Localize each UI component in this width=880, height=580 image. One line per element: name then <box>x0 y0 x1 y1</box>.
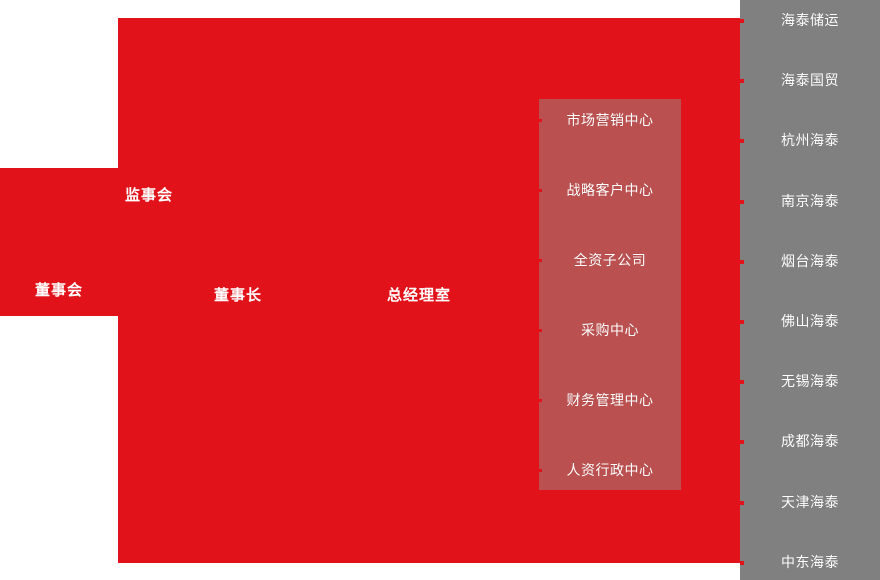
subsidiary-item[interactable]: 海泰国贸 <box>740 69 880 91</box>
subsidiary-item[interactable]: 成都海泰 <box>740 430 880 452</box>
subsidiary-item-label: 南京海泰 <box>781 192 839 209</box>
department-item-label: 市场营销中心 <box>566 112 654 128</box>
subsidiary-item[interactable]: 烟台海泰 <box>740 250 880 272</box>
bullet-icon <box>740 19 744 23</box>
subsidiary-item[interactable]: 海泰储运 <box>740 9 880 31</box>
bullet-icon <box>740 440 744 445</box>
subsidiary-item[interactable]: 佛山海泰 <box>740 310 880 332</box>
subsidiary-item-label: 海泰储运 <box>781 12 839 28</box>
board-of-directors-label: 董事会 <box>34 282 83 299</box>
bullet-icon <box>740 560 744 565</box>
supervisor-board-label[interactable]: 监事会 <box>125 187 174 204</box>
board-of-directors-panel[interactable]: 董事会 <box>0 168 118 316</box>
department-item-label: 战略客户中心 <box>566 182 654 198</box>
bullet-icon <box>740 139 744 144</box>
bullet-icon <box>740 79 744 84</box>
subsidiary-item-label: 海泰国贸 <box>781 72 839 89</box>
general-manager-office-label[interactable]: 总经理室 <box>387 287 452 304</box>
bullet-icon <box>740 259 744 264</box>
subsidiary-item[interactable]: 中东海泰 <box>740 551 880 573</box>
department-item[interactable]: 战略客户中心 <box>539 179 681 201</box>
bullet-icon <box>539 399 542 402</box>
bullet-icon <box>539 469 542 472</box>
department-item-label: 全资子公司 <box>573 252 647 268</box>
subsidiary-item-label: 烟台海泰 <box>781 252 839 269</box>
subsidiary-item-label: 天津海泰 <box>781 493 839 510</box>
department-item[interactable]: 市场营销中心 <box>539 109 681 131</box>
departments-list: 市场营销中心战略客户中心全资子公司采购中心财务管理中心人资行政中心 <box>539 99 681 490</box>
department-item-label: 人资行政中心 <box>566 462 654 478</box>
subsidiary-item[interactable]: 南京海泰 <box>740 190 880 212</box>
departments-panel: 市场营销中心战略客户中心全资子公司采购中心财务管理中心人资行政中心 <box>539 99 681 490</box>
subsidiaries-panel: 海泰储运海泰国贸杭州海泰南京海泰烟台海泰佛山海泰无锡海泰成都海泰天津海泰中东海泰 <box>740 0 880 580</box>
department-item-label: 采购中心 <box>581 322 639 338</box>
bullet-icon <box>539 329 542 332</box>
department-item-label: 财务管理中心 <box>566 392 654 408</box>
subsidiary-item-label: 无锡海泰 <box>781 373 839 390</box>
subsidiary-item[interactable]: 无锡海泰 <box>740 370 880 392</box>
bullet-icon <box>539 189 542 192</box>
chairman-label[interactable]: 董事长 <box>214 287 263 304</box>
department-item[interactable]: 全资子公司 <box>539 249 681 271</box>
subsidiary-item-label: 杭州海泰 <box>781 132 839 149</box>
department-item[interactable]: 财务管理中心 <box>539 389 681 411</box>
bullet-icon <box>740 380 744 385</box>
subsidiary-item-label: 成都海泰 <box>781 433 839 450</box>
bullet-icon <box>539 259 542 262</box>
bullet-icon <box>740 500 744 505</box>
subsidiary-item-label: 佛山海泰 <box>781 313 839 329</box>
subsidiary-item[interactable]: 杭州海泰 <box>740 129 880 151</box>
subsidiaries-list: 海泰储运海泰国贸杭州海泰南京海泰烟台海泰佛山海泰无锡海泰成都海泰天津海泰中东海泰 <box>740 0 880 580</box>
bullet-icon <box>740 320 744 324</box>
department-item[interactable]: 采购中心 <box>539 319 681 341</box>
department-item[interactable]: 人资行政中心 <box>539 459 681 481</box>
bullet-icon <box>539 119 542 122</box>
subsidiary-item-label: 中东海泰 <box>781 553 839 570</box>
subsidiary-item[interactable]: 天津海泰 <box>740 491 880 513</box>
bullet-icon <box>740 199 744 204</box>
